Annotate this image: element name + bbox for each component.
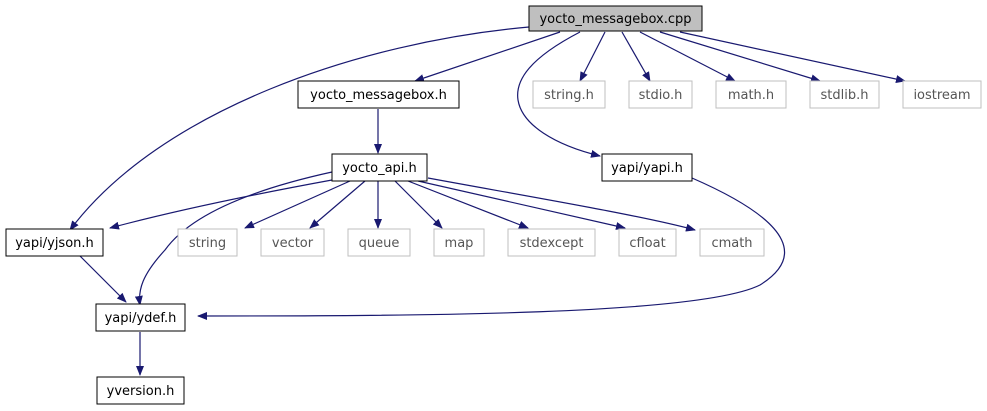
node-yjson-h[interactable]: yapi/yjson.h <box>5 228 104 257</box>
node-yapi-h[interactable]: yapi/yapi.h <box>601 153 693 182</box>
node-messagebox-h[interactable]: yocto_messagebox.h <box>297 80 460 109</box>
node-root[interactable]: yocto_messagebox.cpp <box>528 5 703 32</box>
edge-root-to-stdio-h <box>621 31 651 82</box>
node-stdio-h[interactable]: stdio.h <box>628 80 693 109</box>
node-math-h[interactable]: math.h <box>715 80 787 109</box>
node-iostream[interactable]: iostream <box>902 80 982 109</box>
edge-root-to-yapi-h <box>517 31 601 158</box>
edge-root-to-messagebox-h <box>414 31 561 82</box>
edge-api-to-cmath <box>427 177 696 232</box>
node-stdlib-h[interactable]: stdlib.h <box>809 80 880 109</box>
node-messagebox-h-label: yocto_messagebox.h <box>310 88 447 103</box>
node-math-h-label: math.h <box>728 88 774 103</box>
node-queue[interactable]: queue <box>347 228 411 257</box>
node-cfloat-label: cfloat <box>629 236 665 251</box>
edge-api-to-yjson <box>109 179 333 230</box>
node-cfloat[interactable]: cfloat <box>618 228 677 257</box>
node-stdio-h-label: stdio.h <box>639 88 683 103</box>
node-yocto-api-h-label: yocto_api.h <box>342 161 417 176</box>
node-cmath[interactable]: cmath <box>699 228 765 257</box>
edge-yjson-to-ydef <box>79 255 127 303</box>
node-string[interactable]: string <box>177 228 238 257</box>
node-string-h[interactable]: string.h <box>532 80 606 109</box>
edge-yapi-to-ydef <box>197 177 786 320</box>
edge-api-to-map <box>394 180 443 229</box>
edge-root-to-math-h <box>639 31 736 82</box>
node-iostream-label: iostream <box>913 88 970 103</box>
node-vector[interactable]: vector <box>260 228 325 257</box>
node-yapi-h-label: yapi/yapi.h <box>611 161 683 176</box>
node-yversion-h[interactable]: yversion.h <box>96 376 185 405</box>
edge-api-to-string <box>244 180 351 229</box>
edge-api-to-ydef <box>134 171 333 306</box>
node-ydef-h[interactable]: yapi/ydef.h <box>95 303 186 332</box>
node-yversion-h-label: yversion.h <box>107 384 175 399</box>
node-map-label: map <box>445 236 474 251</box>
edge-root-to-yjson <box>69 26 530 231</box>
node-stdlib-h-label: stdlib.h <box>821 88 869 103</box>
edge-root-to-stdlib-h <box>659 31 821 83</box>
node-stdexcept[interactable]: stdexcept <box>507 228 596 257</box>
node-vector-label: vector <box>272 236 314 251</box>
edge-api-to-cfloat <box>417 180 626 230</box>
edge-api-to-stdexcept <box>407 180 529 229</box>
node-stdexcept-label: stdexcept <box>520 236 584 251</box>
edges <box>69 26 906 376</box>
node-yjson-h-label: yapi/yjson.h <box>15 236 94 251</box>
node-yocto-api-h[interactable]: yocto_api.h <box>331 153 428 182</box>
edge-api-to-vector <box>309 180 366 229</box>
edge-root-to-iostream <box>679 31 906 83</box>
node-root-label: yocto_messagebox.cpp <box>539 12 691 27</box>
node-string-label: string <box>189 236 226 251</box>
edge-root-to-string-h <box>579 31 606 82</box>
node-map[interactable]: map <box>433 228 485 257</box>
node-string-h-label: string.h <box>544 88 594 103</box>
node-cmath-label: cmath <box>711 236 752 251</box>
node-ydef-h-label: yapi/ydef.h <box>105 311 177 326</box>
node-queue-label: queue <box>359 236 400 251</box>
